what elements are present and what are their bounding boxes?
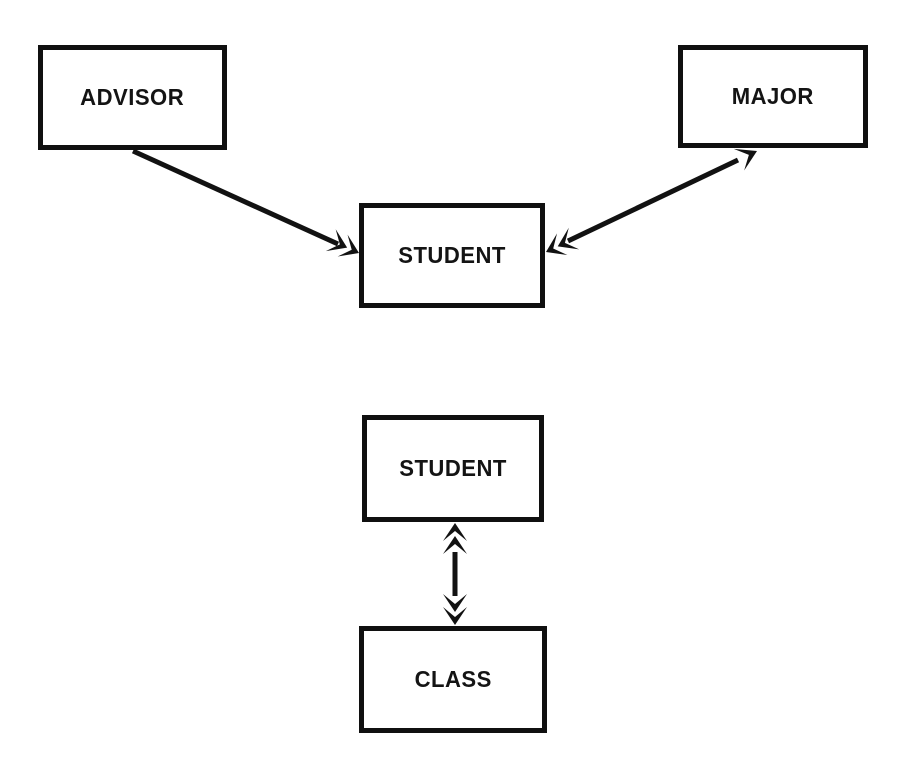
double-arrowhead-icon — [443, 523, 467, 554]
entity-box-major: MAJOR — [678, 45, 868, 148]
entity-label-advisor: ADVISOR — [80, 84, 185, 110]
entity-label-class: CLASS — [414, 666, 492, 692]
entity-label-student-top: STUDENT — [398, 242, 506, 268]
entity-box-student-bottom: STUDENT — [362, 415, 544, 522]
connector-student-major — [546, 148, 757, 256]
connector-line — [131, 148, 340, 247]
entity-label-major: MAJOR — [731, 83, 815, 109]
double-arrowhead-icon — [325, 229, 359, 257]
entity-box-student-top: STUDENT — [359, 203, 545, 308]
connector-advisor-student — [131, 148, 359, 257]
connector-student-class — [443, 523, 467, 625]
single-arrowhead-icon — [733, 148, 757, 171]
double-arrowhead-icon — [443, 594, 467, 625]
entity-label-student-bottom: STUDENT — [399, 455, 507, 481]
entity-box-class: CLASS — [359, 626, 547, 733]
connector-line — [566, 157, 740, 244]
entity-box-advisor: ADVISOR — [38, 45, 227, 150]
double-arrowhead-icon — [546, 227, 580, 256]
